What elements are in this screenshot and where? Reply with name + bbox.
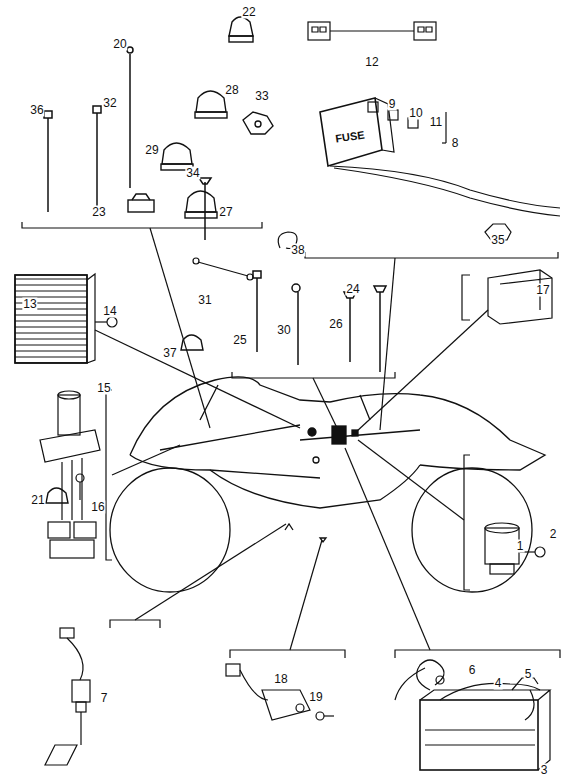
callout-number: 19 <box>308 691 323 704</box>
callout-number: 4 <box>494 677 503 690</box>
callout-number: 21 <box>30 494 45 507</box>
callout-number: 37 <box>162 347 177 360</box>
callout-number: 29 <box>144 144 159 157</box>
callout-number: 9 <box>388 98 397 111</box>
callout-number: 26 <box>328 318 343 331</box>
callout-number: 36 <box>29 104 44 117</box>
callout-number: 33 <box>254 90 269 103</box>
callout-number: 10 <box>408 107 423 120</box>
callout-number: 15 <box>96 382 111 395</box>
callout-number: 14 <box>102 305 117 318</box>
callout-number: 17 <box>535 284 550 297</box>
callout-number: 28 <box>224 84 239 97</box>
callout-number: 12 <box>364 56 379 69</box>
callout-number: 7 <box>100 692 109 705</box>
callout-number: 2 <box>549 528 558 541</box>
callout-number: 6 <box>468 664 477 677</box>
callout-number: 11 <box>429 116 443 129</box>
callout-number: 25 <box>232 334 247 347</box>
fuse-box-text: FUSE <box>334 128 367 145</box>
callout-number: 18 <box>273 673 288 686</box>
callout-number: 16 <box>90 501 105 514</box>
callout-number: 24 <box>345 283 360 296</box>
callout-number: 32 <box>102 97 117 110</box>
callout-number: 23 <box>91 206 106 219</box>
callout-number: 27 <box>218 206 233 219</box>
callout-number: 30 <box>276 324 291 337</box>
callout-number: 20 <box>112 38 127 51</box>
callout-number: 1 <box>516 540 525 553</box>
callout-number: 13 <box>22 298 37 311</box>
callout-number: 5 <box>524 668 533 681</box>
callout-number: 8 <box>451 137 460 150</box>
callout-number: 22 <box>241 6 256 19</box>
callout-number: 38 <box>290 244 305 257</box>
callout-number: 34 <box>185 167 200 180</box>
callout-number: 35 <box>490 234 505 247</box>
callout-number: 3 <box>540 764 549 777</box>
callout-number: 31 <box>197 294 212 307</box>
